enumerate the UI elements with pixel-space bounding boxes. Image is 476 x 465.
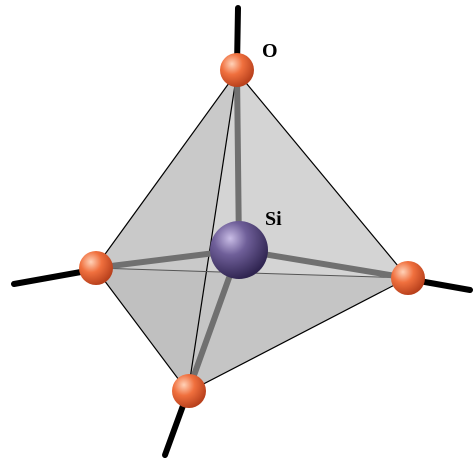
oxygen-atoms [79, 53, 425, 408]
oxygen-label: O [262, 40, 278, 62]
silicon-label: Si [265, 208, 282, 230]
silicon-atom [210, 221, 268, 279]
tetrahedron [94, 71, 409, 393]
oxygen-atom-right [391, 261, 425, 295]
edge-top-right [236, 71, 409, 279]
edge-left-bottom [94, 267, 189, 393]
tetrahedron-bottom-face [95, 268, 408, 392]
edge-top-bottom [187, 71, 238, 393]
external-bond-left [11, 267, 95, 287]
edge-bottom-right [187, 277, 409, 393]
edge-top-left [94, 71, 238, 269]
oxygen-atom-top [220, 53, 254, 87]
bond-si-o-top [234, 69, 242, 253]
oxygen-atom-left [79, 251, 113, 285]
oxygen-atom-bottom [172, 374, 206, 408]
